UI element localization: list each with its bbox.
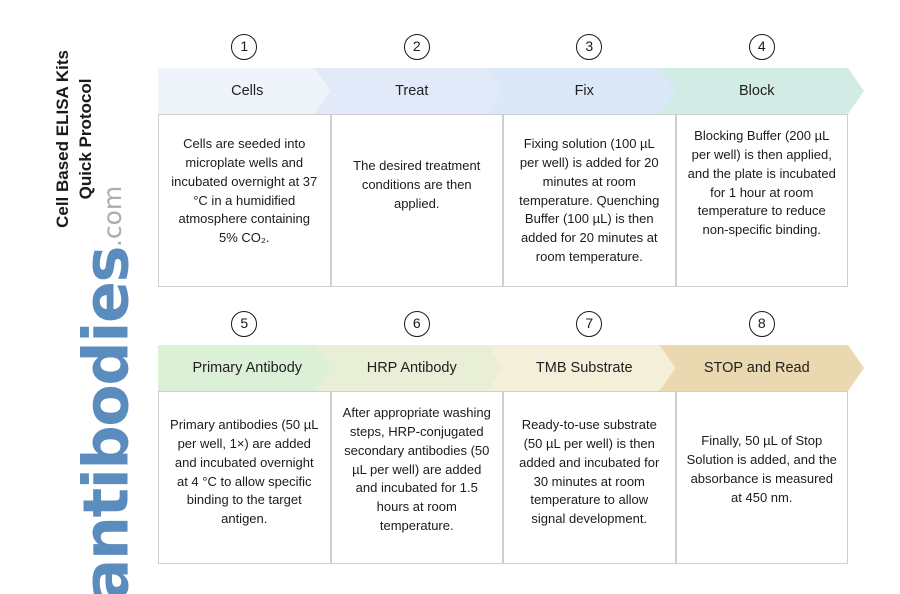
- process-step-label: TMB Substrate: [535, 360, 633, 376]
- step-description-card-4: Blocking Buffer (200 µL per well) is the…: [675, 114, 848, 287]
- step-description-text: Cells are seeded into microplate wells a…: [171, 136, 318, 246]
- step-description-text: The desired treatment conditions are the…: [353, 158, 481, 211]
- process-step-7[interactable]: TMB Substrate: [487, 345, 692, 391]
- process-step-label: HRP Antibody: [366, 360, 457, 376]
- process-row-2: 5 6 7 8 Primary Antibody HRP Antibody TMB Sub…: [158, 311, 848, 564]
- step-description-card-2: The desired treatment conditions are the…: [330, 114, 503, 287]
- step-description-card-8: Finally, 50 µL of Stop Solution is added…: [675, 391, 848, 564]
- chevron-band-2: Primary Antibody HRP Antibody TMB Substrat…: [158, 345, 848, 391]
- step-number-7: 7: [576, 311, 603, 337]
- chevron-band-1: Cells Treat Fix Block: [158, 68, 848, 114]
- process-step-6[interactable]: HRP Antibody: [315, 345, 520, 391]
- step-number-6: 6: [403, 311, 430, 337]
- step-number-4: 4: [748, 34, 775, 60]
- description-cards-1: Cells are seeded into microplate wells a…: [158, 114, 848, 287]
- process-step-2[interactable]: Treat: [315, 68, 520, 114]
- logo-brand-text: antibodies: [69, 247, 143, 594]
- step-description-text: Finally, 50 µL of Stop Solution is added…: [686, 433, 837, 505]
- process-step-label: Fix: [574, 83, 594, 99]
- step-description-text: Ready-to-use substrate (50 µL per well) …: [519, 417, 660, 527]
- step-description-card-1: Cells are seeded into microplate wells a…: [158, 114, 331, 287]
- step-description-text: After appropriate washing steps, HRP-con…: [342, 405, 491, 534]
- step-number-8: 8: [748, 311, 775, 337]
- process-step-label: Cells: [231, 83, 264, 99]
- step-number-5: 5: [231, 311, 258, 337]
- page-title-line-2: Quick Protocol: [76, 78, 95, 200]
- step-number-strip-2: 5 6 7 8: [158, 311, 848, 345]
- step-description-card-3: Fixing solution (100 µL per well) is add…: [503, 114, 676, 287]
- step-description-card-5: Primary antibodies (50 µL per well, 1×) …: [158, 391, 331, 564]
- process-step-1[interactable]: Cells: [158, 68, 347, 114]
- step-number-1: 1: [231, 34, 258, 60]
- logo-tld-text: .com: [98, 185, 128, 248]
- step-description-text: Fixing solution (100 µL per well) is add…: [519, 136, 660, 265]
- step-description-text: Primary antibodies (50 µL per well, 1×) …: [170, 417, 319, 527]
- process-step-3[interactable]: Fix: [487, 68, 692, 114]
- process-step-5[interactable]: Primary Antibody: [158, 345, 347, 391]
- process-step-label: Block: [739, 83, 775, 99]
- step-number-2: 2: [403, 34, 430, 60]
- step-description-text: Blocking Buffer (200 µL per well) is the…: [687, 128, 836, 238]
- step-number-strip-1: 1 2 3 4: [158, 34, 848, 68]
- process-step-8[interactable]: STOP and Read: [660, 345, 865, 391]
- antibodies-logo: antibodies.com: [58, 186, 154, 594]
- process-step-4[interactable]: Block: [660, 68, 865, 114]
- process-step-label: Primary Antibody: [192, 360, 303, 376]
- process-step-label: STOP and Read: [703, 360, 810, 376]
- step-description-card-6: After appropriate washing steps, HRP-con…: [330, 391, 503, 564]
- description-cards-2: Primary antibodies (50 µL per well, 1×) …: [158, 391, 848, 564]
- process-step-label: Treat: [395, 83, 429, 99]
- step-number-3: 3: [576, 34, 603, 60]
- process-row-1: 1 2 3 4 Cells Treat Fix Block Cells are seeded…: [158, 34, 848, 287]
- step-description-card-7: Ready-to-use substrate (50 µL per well) …: [503, 391, 676, 564]
- page-title-line-1: Cell Based ELISA Kits: [53, 49, 73, 228]
